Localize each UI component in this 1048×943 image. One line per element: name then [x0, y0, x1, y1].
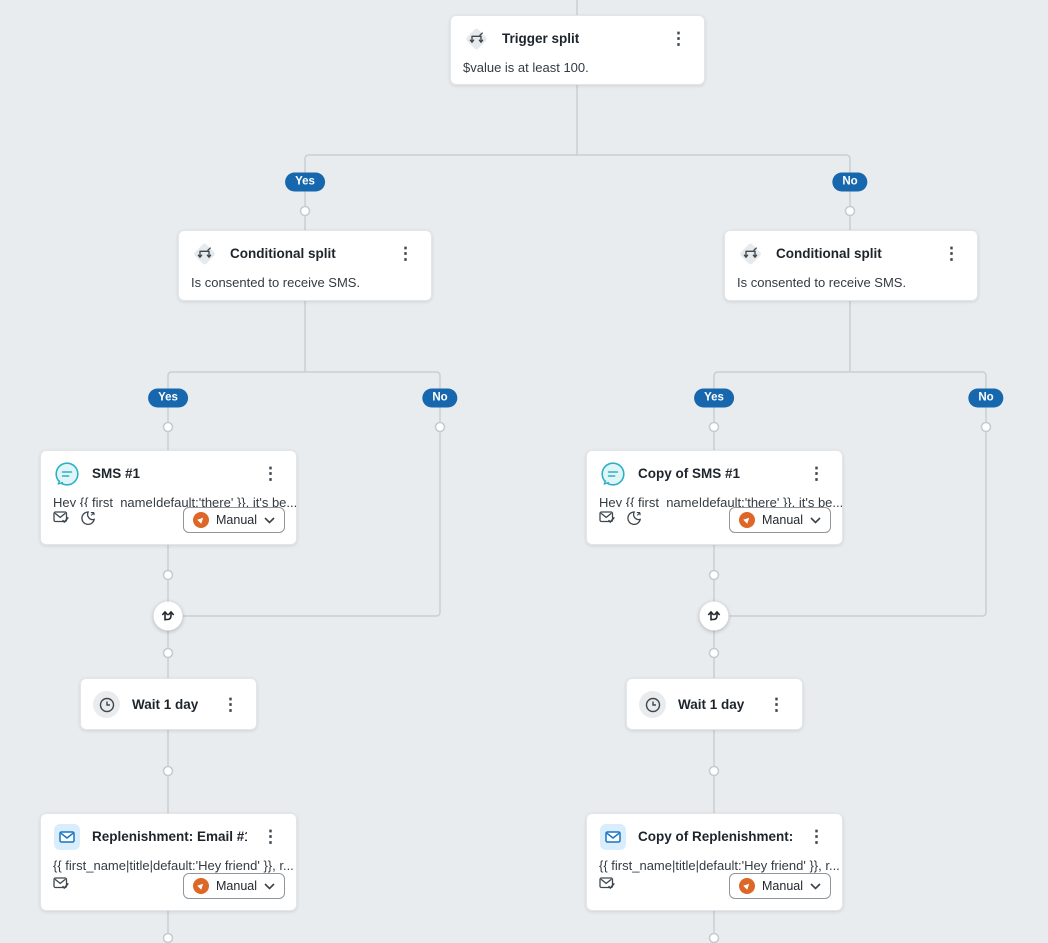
clock-icon	[93, 691, 120, 718]
merge-paths-icon	[699, 601, 729, 631]
merge-paths-icon	[153, 601, 183, 631]
status-dropdown[interactable]: Manual	[729, 873, 831, 899]
email-icon	[599, 823, 626, 850]
manual-status-icon	[193, 512, 209, 528]
node-description: $value is at least 100.	[463, 60, 589, 75]
node-description: Hey {{ first_name|default:'there' }}, it…	[53, 495, 296, 507]
kebab-menu-icon[interactable]: ⋮	[808, 827, 825, 846]
node-title: Conditional split	[776, 246, 882, 261]
node-description: Is consented to receive SMS.	[191, 275, 361, 290]
kebab-menu-icon[interactable]: ⋮	[222, 695, 239, 714]
sms-icon	[599, 460, 626, 487]
status-label: Manual	[762, 513, 803, 527]
quiet-hours-icon	[80, 510, 96, 531]
node-wait-left[interactable]: Wait 1 day ⋮	[80, 678, 257, 730]
path-badge-yes: Yes	[694, 388, 734, 408]
status-dropdown[interactable]: Manual	[729, 507, 831, 533]
manual-status-icon	[193, 878, 209, 894]
node-title: Conditional split	[230, 246, 336, 261]
node-title: Replenishment: Email #1	[92, 829, 247, 844]
chevron-down-icon	[810, 516, 821, 524]
node-email-right[interactable]: Copy of Replenishment: Em... ⋮ {{ first_…	[586, 813, 843, 911]
kebab-menu-icon[interactable]: ⋮	[768, 695, 785, 714]
node-title: Wait 1 day	[678, 697, 745, 712]
smart-sending-icon	[599, 510, 616, 530]
node-sms-left[interactable]: SMS #1 ⋮ Hey {{ first_name|default:'ther…	[40, 450, 297, 545]
node-conditional-split-right[interactable]: Conditional split ⋮ Is consented to rece…	[724, 230, 978, 301]
manual-status-icon	[739, 512, 755, 528]
manual-status-icon	[739, 878, 755, 894]
clock-icon	[639, 691, 666, 718]
status-label: Manual	[216, 513, 257, 527]
split-icon	[191, 240, 218, 267]
chevron-down-icon	[264, 516, 275, 524]
kebab-menu-icon[interactable]: ⋮	[808, 464, 825, 483]
node-title: Trigger split	[502, 31, 580, 46]
path-badge-yes: Yes	[285, 172, 325, 192]
node-title: Copy of SMS #1	[638, 466, 741, 481]
node-description: {{ first_name|title|default:'Hey friend'…	[53, 858, 294, 873]
node-description: Is consented to receive SMS.	[737, 275, 907, 290]
path-badge-no: No	[968, 388, 1004, 408]
node-wait-right[interactable]: Wait 1 day ⋮	[626, 678, 803, 730]
split-icon	[737, 240, 764, 267]
node-description: {{ first_name|title|default:'Hey friend'…	[599, 858, 840, 873]
chevron-down-icon	[264, 882, 275, 890]
kebab-menu-icon[interactable]: ⋮	[670, 29, 687, 48]
path-badge-no: No	[832, 172, 868, 192]
split-icon	[463, 25, 490, 52]
node-title: Copy of Replenishment: Em...	[638, 829, 793, 844]
node-email-left[interactable]: Replenishment: Email #1 ⋮ {{ first_name|…	[40, 813, 297, 911]
node-trigger-split[interactable]: Trigger split ⋮ $value is at least 100.	[450, 15, 705, 85]
quiet-hours-icon	[626, 510, 642, 531]
node-title: SMS #1	[92, 466, 141, 481]
smart-sending-icon	[53, 510, 70, 530]
smart-sending-icon	[53, 876, 70, 896]
email-icon	[53, 823, 80, 850]
path-badge-no: No	[422, 388, 458, 408]
node-sms-right[interactable]: Copy of SMS #1 ⋮ Hey {{ first_name|defau…	[586, 450, 843, 545]
status-dropdown[interactable]: Manual	[183, 507, 285, 533]
kebab-menu-icon[interactable]: ⋮	[397, 244, 414, 263]
path-badge-yes: Yes	[148, 388, 188, 408]
chevron-down-icon	[810, 882, 821, 890]
status-dropdown[interactable]: Manual	[183, 873, 285, 899]
kebab-menu-icon[interactable]: ⋮	[943, 244, 960, 263]
status-label: Manual	[762, 879, 803, 893]
node-description: Hey {{ first_name|default:'there' }}, it…	[599, 495, 842, 507]
kebab-menu-icon[interactable]: ⋮	[262, 464, 279, 483]
sms-icon	[53, 460, 80, 487]
status-label: Manual	[216, 879, 257, 893]
node-conditional-split-left[interactable]: Conditional split ⋮ Is consented to rece…	[178, 230, 432, 301]
node-title: Wait 1 day	[132, 697, 199, 712]
kebab-menu-icon[interactable]: ⋮	[262, 827, 279, 846]
smart-sending-icon	[599, 876, 616, 896]
